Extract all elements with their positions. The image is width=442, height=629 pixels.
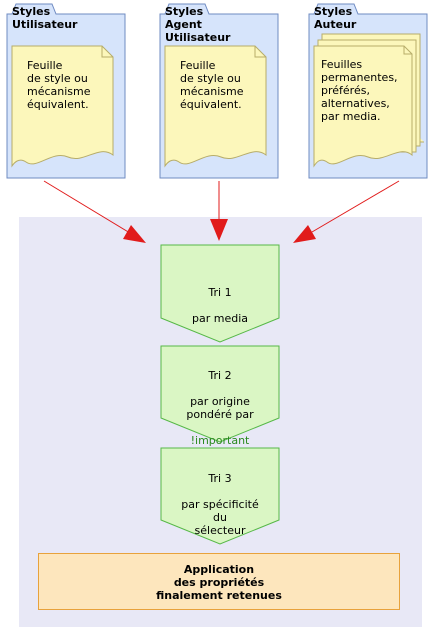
step-title: Tri 1 — [208, 286, 232, 299]
source-note: Feuilles permanentes, préférés, alternat… — [321, 58, 398, 123]
source-folder-agent: Styles Agent Utilisateur Feuille de styl… — [157, 0, 283, 180]
arrow-head-author — [293, 225, 316, 243]
chevron-step-3 — [160, 447, 280, 545]
source-note: Feuille de style ou mécanisme équivalent… — [180, 59, 244, 111]
folder-shape — [6, 3, 126, 179]
step-text: par spécificité du sélecteur — [181, 498, 259, 537]
note-shape — [313, 45, 413, 168]
arrow-user — [43, 180, 131, 234]
final-application-box: Application des propriétés finalement re… — [38, 553, 400, 610]
arrow-author — [311, 180, 400, 233]
source-title: Styles Agent Utilisateur — [165, 5, 231, 44]
step-text: par media — [191, 312, 248, 325]
source-folder-author: Styles Auteur Feuilles permanentes, préf… — [306, 0, 432, 180]
note-shape — [11, 45, 114, 168]
folder-shape — [308, 3, 428, 179]
source-folder-user: Styles Utilisateur Feuille de style ou m… — [4, 0, 130, 180]
note-shape — [164, 45, 267, 168]
chevron-step-1 — [160, 244, 280, 343]
source-title: Styles Auteur — [314, 5, 357, 31]
step-title: Tri 2 — [208, 369, 232, 382]
folder-shape — [159, 3, 279, 179]
final-label: Application des propriétés finalement re… — [156, 563, 282, 602]
source-title: Styles Utilisateur — [12, 5, 78, 31]
step-title: Tri 3 — [208, 472, 232, 485]
step-text: par origine pondéré par — [186, 395, 254, 421]
important-keyword: !important — [190, 434, 250, 447]
source-note: Feuille de style ou mécanisme équivalent… — [27, 59, 91, 111]
arrow-head-agent — [210, 219, 228, 241]
arrow-head-user — [123, 225, 146, 243]
chevron-step-2 — [160, 345, 280, 443]
